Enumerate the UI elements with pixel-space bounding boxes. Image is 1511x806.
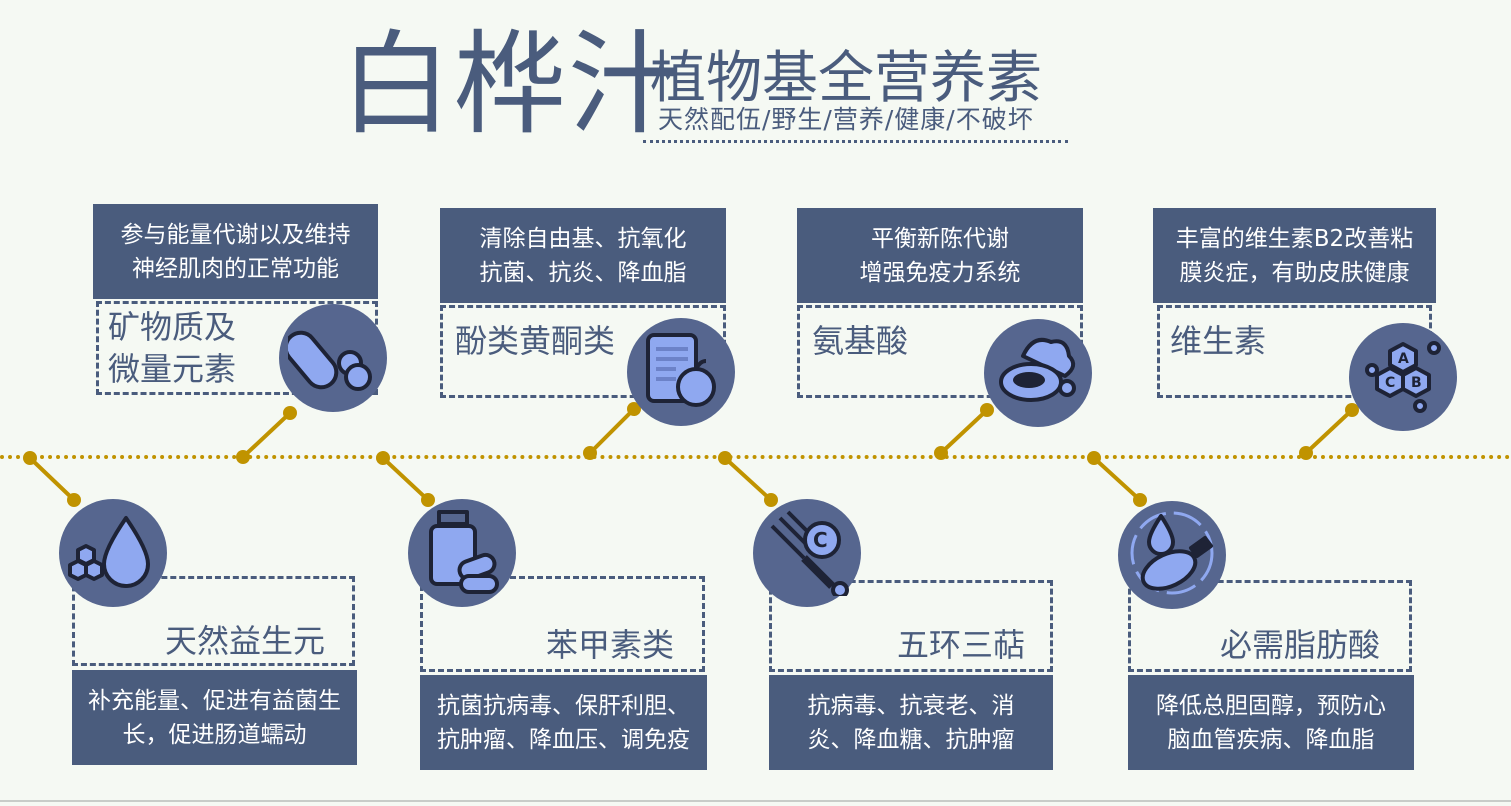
pills-icon bbox=[283, 311, 378, 405]
item-name: 五环三萜 bbox=[897, 626, 1026, 664]
item-frame bbox=[72, 576, 355, 666]
item-icon-circle bbox=[1118, 501, 1226, 609]
item-name: 必需脂肪酸 bbox=[1220, 626, 1381, 664]
item-description-box: 参与能量代谢以及维持 神经肌肉的正常功能 bbox=[93, 204, 378, 299]
timeline-node bbox=[583, 446, 597, 460]
timeline-node bbox=[764, 493, 778, 507]
svg-text:C: C bbox=[813, 528, 828, 552]
svg-text:C: C bbox=[1385, 375, 1395, 391]
connector-line bbox=[1304, 408, 1354, 455]
item-name: 氨基酸 bbox=[812, 322, 909, 360]
svg-text:A: A bbox=[1398, 351, 1409, 367]
timeline-node bbox=[23, 451, 37, 465]
item-description-box: 丰富的维生素B2改善粘 膜炎症，有助皮肤健康 bbox=[1153, 208, 1436, 303]
item-description-box: 抗病毒、抗衰老、消 炎、降血糖、抗肿瘤 bbox=[769, 675, 1053, 770]
timeline-node bbox=[1087, 451, 1101, 465]
title-divider bbox=[643, 140, 1068, 143]
item-name: 酚类黄酮类 bbox=[455, 322, 616, 360]
timeline-node bbox=[67, 493, 81, 507]
timeline-node bbox=[421, 493, 435, 507]
timeline-node bbox=[1133, 493, 1147, 507]
document-apple-icon bbox=[636, 325, 726, 419]
item-name: 天然益生元 bbox=[165, 622, 326, 660]
item-name: 维生素 bbox=[1170, 322, 1267, 360]
meat-vegetable-icon bbox=[993, 326, 1083, 420]
item-name: 苯甲素类 bbox=[546, 626, 675, 664]
timeline-node bbox=[980, 403, 994, 417]
item-description-box: 抗菌抗病毒、保肝利胆、 抗肿瘤、降血压、调免疫 bbox=[420, 675, 707, 770]
timeline-node bbox=[934, 446, 948, 460]
item-frame bbox=[1128, 580, 1412, 672]
oil-capsule-icon bbox=[1127, 508, 1217, 602]
medicine-bottle-icon bbox=[417, 506, 507, 600]
timeline-node bbox=[1345, 403, 1359, 417]
item-icon-circle bbox=[984, 319, 1092, 427]
bottom-divider bbox=[0, 800, 1511, 802]
connector-line bbox=[241, 411, 292, 459]
timeline-node bbox=[1299, 446, 1313, 460]
item-description-box: 补充能量、促进有益菌生 长，促进肠道蠕动 bbox=[72, 670, 357, 765]
subtitle: 植物基全营养素 bbox=[650, 46, 1042, 111]
timeline-node bbox=[283, 406, 297, 420]
timeline bbox=[0, 455, 1511, 459]
item-icon-circle bbox=[279, 304, 387, 412]
item-icon-circle bbox=[627, 318, 735, 426]
item-icon-circle bbox=[59, 499, 167, 607]
item-description-box: 清除自由基、抗氧化 抗菌、抗炎、降血脂 bbox=[440, 208, 726, 303]
item-description-box: 平衡新陈代谢 增强免疫力系统 bbox=[797, 208, 1083, 303]
item-frame bbox=[420, 576, 705, 672]
timeline-node bbox=[376, 451, 390, 465]
fork-vitamin-c-icon: C bbox=[762, 506, 852, 600]
timeline-node bbox=[718, 451, 732, 465]
tagline: 天然配伍/野生/营养/健康/不破坏 bbox=[658, 105, 1034, 134]
item-name: 矿物质及 微量元素 bbox=[108, 308, 237, 388]
connector-line bbox=[939, 408, 989, 455]
timeline-node bbox=[627, 402, 641, 416]
item-icon-circle: C bbox=[753, 499, 861, 607]
item-frame bbox=[769, 580, 1053, 672]
connector-line bbox=[588, 407, 636, 455]
main-title: 白桦汁 bbox=[340, 20, 682, 150]
item-description-box: 降低总胆固醇，预防心 脑血管疾病、降血脂 bbox=[1128, 675, 1414, 770]
svg-text:B: B bbox=[1411, 375, 1422, 391]
water-drop-hexagon-icon bbox=[68, 506, 158, 600]
timeline-node bbox=[236, 450, 250, 464]
item-icon-circle bbox=[408, 499, 516, 607]
